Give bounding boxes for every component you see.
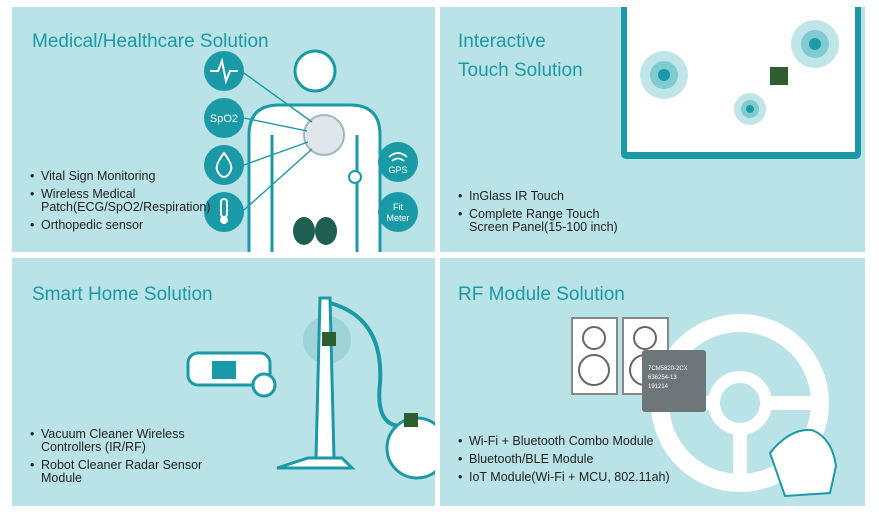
rf-module-illustration: 7CM5820-2CX 636254-13 191214 bbox=[571, 314, 838, 498]
rf-chip-icon: 7CM5820-2CX 636254-13 191214 bbox=[642, 350, 706, 412]
chip-icon bbox=[322, 332, 336, 346]
list-item: Complete Range Touch Screen Panel(15-100… bbox=[458, 208, 638, 234]
svg-text:191214: 191214 bbox=[648, 384, 669, 390]
robot-cleaner-icon bbox=[186, 351, 277, 398]
chip-icon bbox=[770, 67, 788, 85]
list-item: Vacuum Cleaner Wireless Controllers (IR/… bbox=[30, 428, 240, 454]
rf-module-bullets: Wi-Fi + Bluetooth Combo Module Bluetooth… bbox=[458, 435, 718, 489]
fit-label: Fit bbox=[393, 202, 403, 212]
heartbeat-icon bbox=[204, 51, 244, 91]
head-icon bbox=[293, 49, 337, 93]
smart-home-illustration bbox=[186, 296, 435, 480]
rf-module-title: RF Module Solution bbox=[458, 284, 625, 305]
list-item: IoT Module(Wi-Fi + MCU, 802.11ah) bbox=[458, 471, 718, 485]
spo2-label: SpO2 bbox=[210, 113, 238, 125]
touch-title: Interactive Touch Solution bbox=[458, 31, 583, 81]
list-item: Wireless Medical Patch(ECG/SpO2/Respirat… bbox=[30, 188, 230, 214]
touch-bullets: InGlass IR Touch Complete Range Touch Sc… bbox=[458, 190, 638, 239]
gps-icon: GPS bbox=[378, 142, 418, 182]
meter-label: Meter bbox=[386, 213, 409, 223]
list-item: Robot Cleaner Radar Sensor Module bbox=[30, 459, 240, 485]
touch-panel: Interactive Touch Solution InGlass IR To… bbox=[440, 7, 865, 252]
list-item: Orthopedic sensor bbox=[30, 219, 230, 233]
body-icon bbox=[247, 103, 382, 252]
touch-point-icon bbox=[791, 20, 839, 68]
medical-panel: SpO2 GPS Fit Meter Medical/Healthcare So… bbox=[12, 7, 435, 252]
smart-home-bullets: Vacuum Cleaner Wireless Controllers (IR/… bbox=[30, 428, 240, 490]
chip-icon bbox=[404, 413, 418, 427]
list-item: InGlass IR Touch bbox=[458, 190, 638, 204]
medical-title: Medical/Healthcare Solution bbox=[32, 31, 269, 52]
medical-patch-icon bbox=[303, 114, 345, 156]
touch-point-icon bbox=[734, 93, 766, 125]
smart-home-title: Smart Home Solution bbox=[32, 284, 213, 305]
vacuum-cleaner-icon bbox=[276, 296, 435, 480]
spo2-icon: SpO2 bbox=[204, 98, 244, 138]
list-item: Vital Sign Monitoring bbox=[30, 170, 230, 184]
list-item: Wi-Fi + Bluetooth Combo Module bbox=[458, 435, 718, 449]
fit-meter-icon: Fit Meter bbox=[378, 192, 418, 232]
speaker-icon bbox=[571, 317, 618, 395]
svg-text:636254-13: 636254-13 bbox=[648, 375, 677, 381]
lungs-icon bbox=[293, 217, 337, 245]
touch-point-icon bbox=[640, 51, 688, 99]
list-item: Bluetooth/BLE Module bbox=[458, 453, 718, 467]
svg-text:7CM5820-2CX: 7CM5820-2CX bbox=[648, 366, 688, 372]
touch-illustration bbox=[621, 7, 861, 159]
medical-bullets: Vital Sign Monitoring Wireless Medical P… bbox=[30, 170, 230, 237]
hand-icon bbox=[768, 428, 838, 498]
smart-home-panel: Smart Home Solution Vacuum Cleaner Wirel… bbox=[12, 258, 435, 506]
rf-module-panel: 7CM5820-2CX 636254-13 191214 RF Module S… bbox=[440, 258, 865, 506]
gps-label: GPS bbox=[388, 165, 407, 175]
